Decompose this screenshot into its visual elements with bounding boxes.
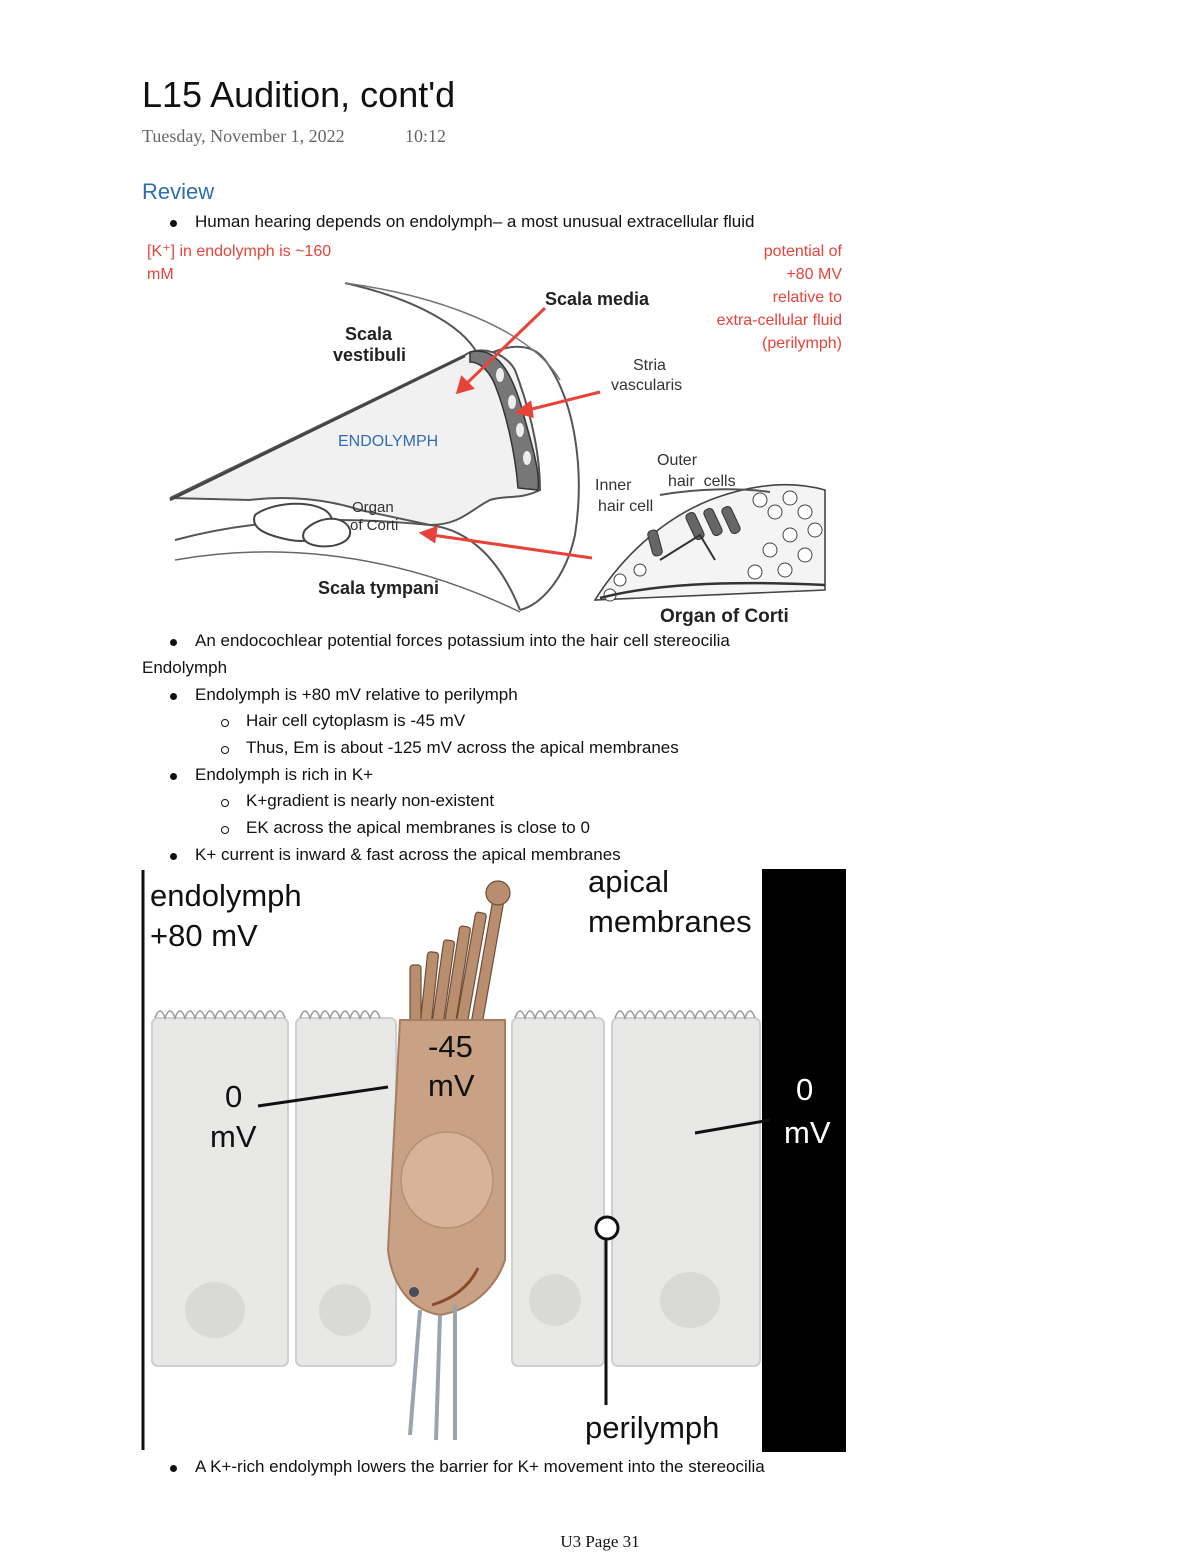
label-right-unit: mV: [784, 1115, 831, 1150]
pointer-perilymph-circle: [596, 1217, 618, 1239]
microvilli: [300, 1011, 380, 1018]
supporting-cell-nucleus: [185, 1282, 245, 1338]
label-endolymph: endolymph: [150, 878, 302, 913]
nerve-fiber: [410, 1305, 455, 1440]
bullet-barrier: A K+-rich endolymph lowers the barrier f…: [195, 1457, 765, 1477]
label-hair-cell-unit: mV: [428, 1068, 475, 1103]
label-membranes: membranes: [588, 904, 752, 939]
label-endolymph-potential: +80 mV: [150, 918, 258, 953]
label-perilymph: perilymph: [585, 1410, 719, 1445]
microvilli: [155, 1011, 285, 1018]
supporting-cell-nucleus: [319, 1284, 371, 1336]
bullet-dot: [170, 1465, 177, 1472]
label-right-potential: 0: [796, 1072, 813, 1107]
supporting-cell-nucleus: [529, 1274, 581, 1326]
label-left-unit: mV: [210, 1119, 257, 1154]
dark-panel: [762, 869, 846, 1452]
hair-cell-nucleus: [401, 1132, 493, 1228]
supporting-cell-nucleus: [660, 1272, 720, 1328]
label-apical: apical: [588, 864, 669, 899]
synapse-dot: [409, 1287, 419, 1297]
stereocilium: [410, 965, 421, 1025]
label-left-potential: 0: [225, 1079, 242, 1114]
page-footer: U3 Page 31: [0, 1532, 1200, 1552]
microvilli: [515, 1011, 595, 1018]
label-hair-cell-potential: -45: [428, 1029, 473, 1064]
kinocilium-tip: [486, 881, 510, 905]
microvilli: [615, 1011, 755, 1018]
